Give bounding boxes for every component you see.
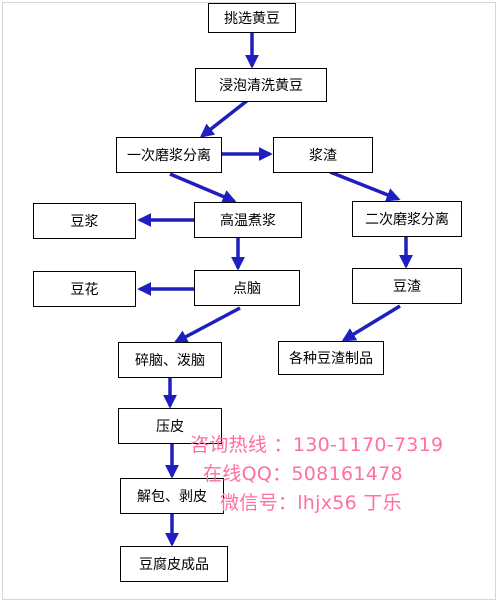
arrow-okara-to-products <box>341 304 401 342</box>
node-boil: 高温煮浆 <box>194 202 302 238</box>
arrow-curd-to-break <box>173 306 241 344</box>
diagram-frame <box>2 2 496 600</box>
node-soymilk: 豆浆 <box>33 203 136 239</box>
watermark-hotline: 咨询热线 ：130-1170-7319 <box>190 434 444 456</box>
node-okara-products: 各种豆渣制品 <box>278 341 384 375</box>
arrow-grind1-to-boil <box>169 172 237 204</box>
node-press: 压皮 <box>118 408 222 444</box>
node-curd-point: 点脑 <box>194 270 300 306</box>
node-dregs: 浆渣 <box>273 137 373 173</box>
node-okara: 豆渣 <box>352 268 462 304</box>
node-break-curd: 碎脑、泼脑 <box>118 342 222 378</box>
node-unwrap: 解包、剥皮 <box>120 478 224 514</box>
watermark-qq: 在线QQ：508161478 <box>203 463 403 485</box>
node-grind-second: 二次磨浆分离 <box>352 201 462 237</box>
node-grind-first: 一次磨浆分离 <box>116 137 222 173</box>
node-pick-beans: 挑选黄豆 <box>208 3 296 33</box>
watermark-wechat: 微信号：lhjx56 丁乐 <box>220 492 402 514</box>
node-final-product: 豆腐皮成品 <box>120 546 228 582</box>
arrow-dregs-to-grind2 <box>329 170 401 202</box>
node-soak-wash: 浸泡清洗黄豆 <box>195 68 327 102</box>
node-tofu-flower: 豆花 <box>33 271 136 307</box>
arrow-soak-to-grind1 <box>199 98 250 138</box>
